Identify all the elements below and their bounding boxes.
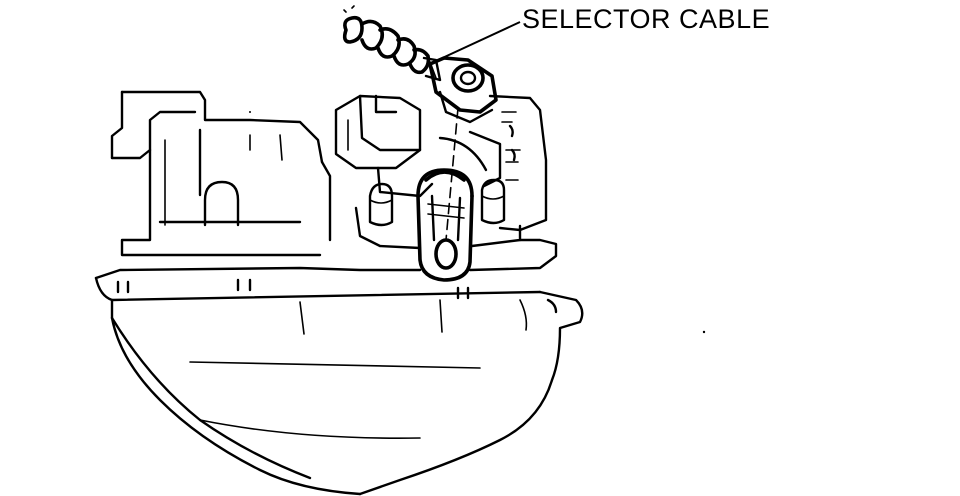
selector-cable-label: SELECTOR CABLE bbox=[522, 4, 771, 34]
valve-body bbox=[334, 94, 548, 250]
callout-leader-line bbox=[437, 21, 521, 61]
speck bbox=[249, 111, 251, 113]
manual-shaft-lever bbox=[416, 168, 474, 282]
transaxle-case bbox=[94, 90, 558, 302]
speck bbox=[702, 330, 706, 334]
selector-cable-boot bbox=[342, 5, 442, 82]
oil-pan bbox=[110, 290, 584, 496]
selector-cable-end bbox=[428, 56, 498, 241]
